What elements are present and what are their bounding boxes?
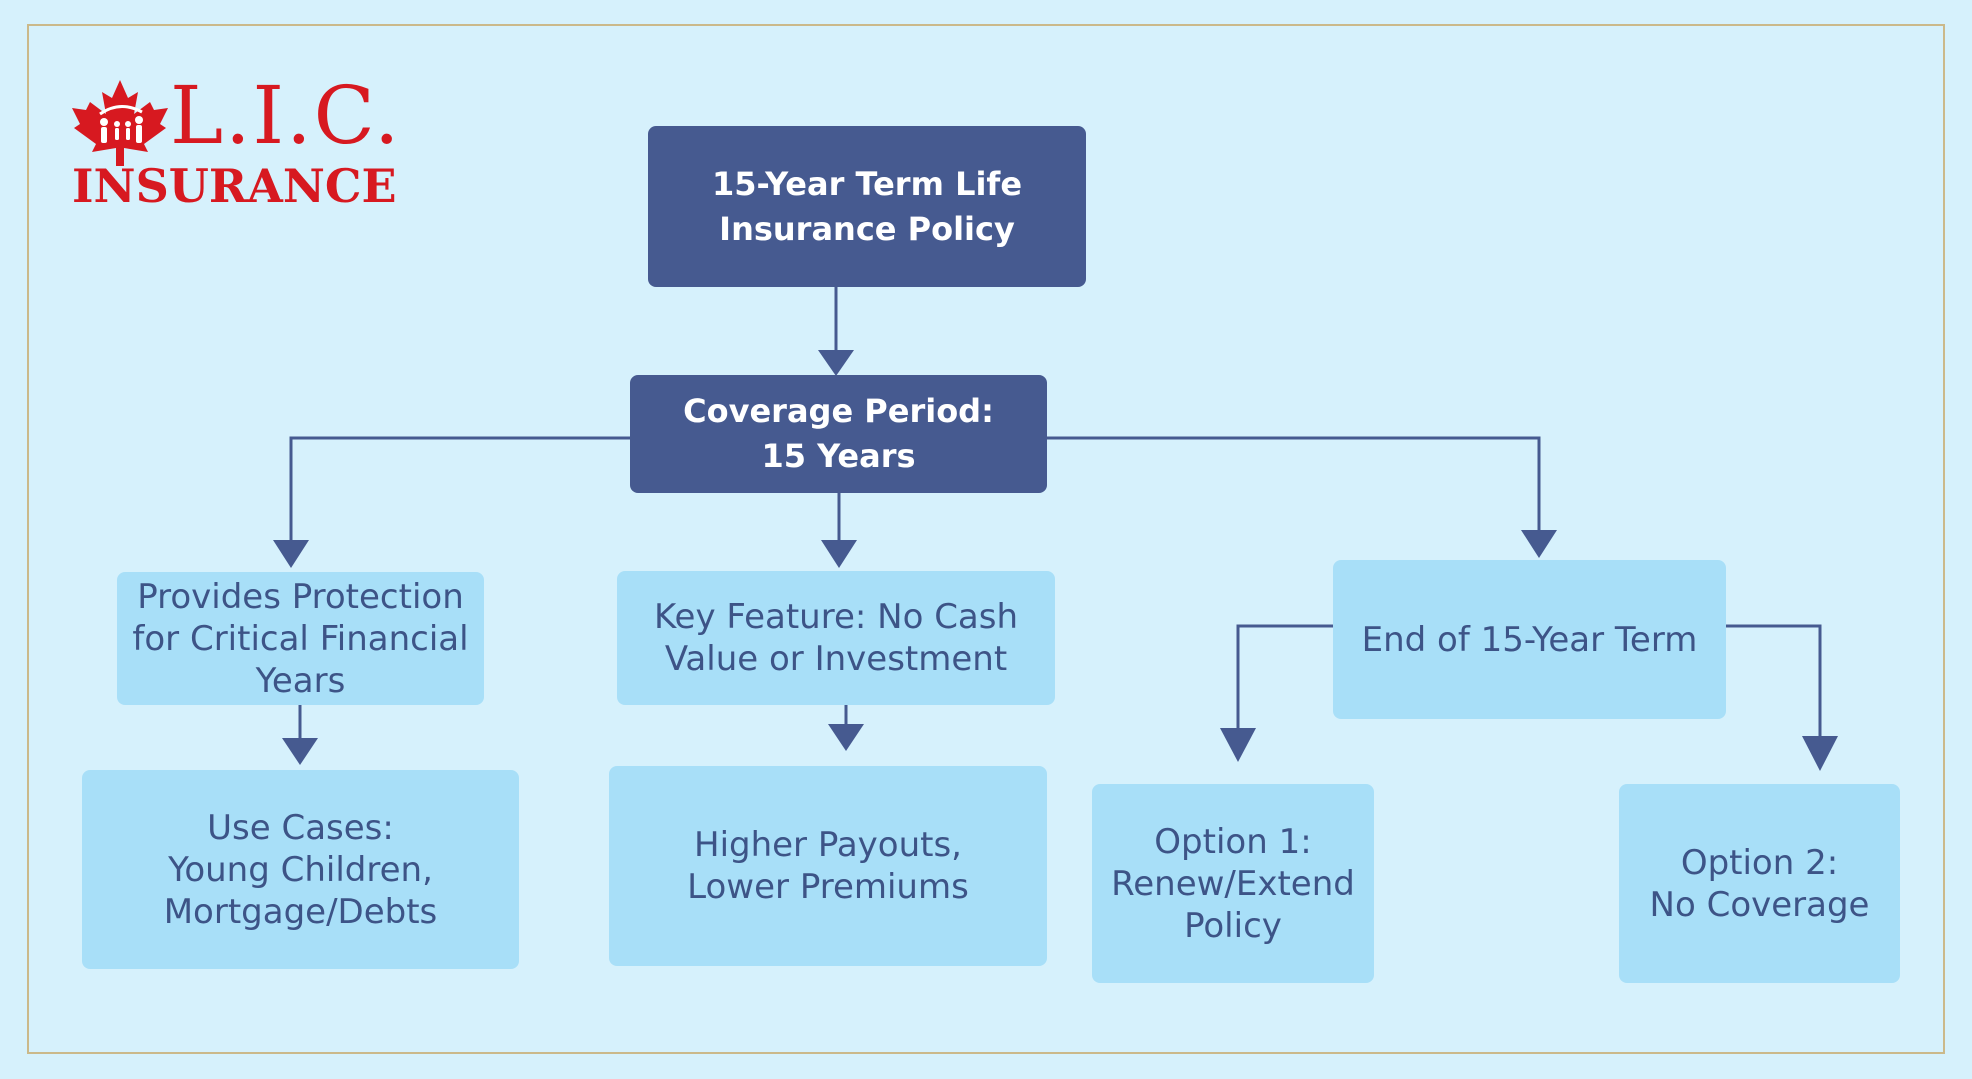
company-logo: L.I.C. INSURANCE <box>70 69 410 223</box>
coverage-period-node: Coverage Period: 15 Years <box>630 375 1047 493</box>
arrow-head <box>828 724 864 751</box>
option1-renew-node: Option 1: Renew/Extend Policy <box>1092 784 1374 983</box>
page-frame <box>27 24 1945 1054</box>
use-cases-node: Use Cases: Young Children, Mortgage/Debt… <box>82 770 519 969</box>
option2-no-coverage-node: Option 2: No Coverage <box>1619 784 1900 983</box>
arrow-head <box>1521 530 1557 558</box>
end-of-term-node: End of 15-Year Term <box>1333 560 1726 719</box>
key-feature-node: Key Feature: No Cash Value or Investment <box>617 571 1055 705</box>
protection-node: Provides Protection for Critical Financi… <box>117 572 484 705</box>
logo-tagline: INSURANCE <box>72 159 397 213</box>
arrow-head <box>818 350 854 376</box>
root-node-term-policy: 15-Year Term Life Insurance Policy <box>648 126 1086 287</box>
arrow-head <box>1220 728 1256 762</box>
logo-name: L.I.C. <box>170 69 402 162</box>
payouts-premiums-node: Higher Payouts, Lower Premiums <box>609 766 1047 966</box>
arrow-head <box>282 738 318 765</box>
arrow-head <box>273 540 309 568</box>
arrow-head <box>821 540 857 568</box>
maple-leaf-icon <box>72 80 168 166</box>
arrow-head <box>1802 736 1838 771</box>
